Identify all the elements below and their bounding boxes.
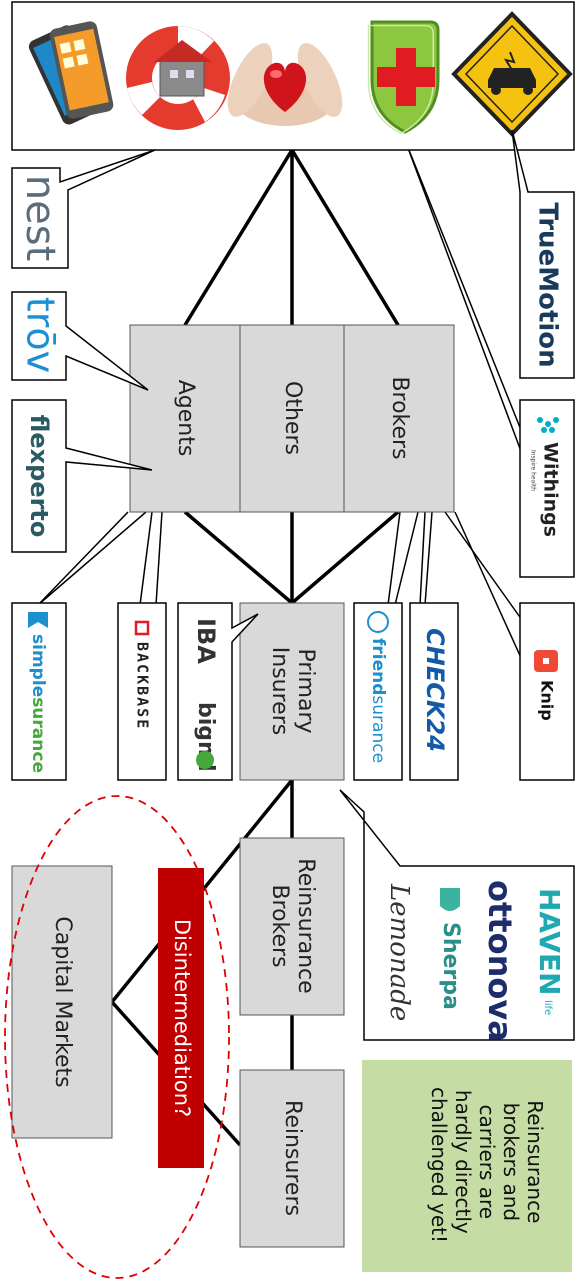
sherpa-icon — [440, 888, 460, 911]
sherpa-logo: Sherpa — [438, 922, 463, 1010]
medical-shield-icon — [367, 20, 440, 135]
friendsurance-logo: friendsurance — [368, 638, 388, 763]
withings-icon — [537, 417, 559, 433]
iba-logo: IBA — [192, 618, 220, 664]
truemotion-callout: TrueMotion — [511, 129, 575, 379]
reinsurers-label: Reinsurers — [280, 1100, 305, 1216]
withings-logo: Withings — [540, 442, 562, 537]
knip-callout: Knip — [519, 602, 575, 781]
withings-tagline: Inspire health — [530, 450, 537, 491]
ottonova-logo: ottonova — [481, 880, 519, 1042]
reinsurers-node — [239, 1069, 345, 1248]
agents-node — [129, 324, 241, 513]
knip-logo: Knip — [538, 680, 557, 721]
simplesurance-icon — [28, 612, 48, 628]
primary-insurers-node — [239, 602, 345, 781]
disintermediation-label: Disintermediation? — [170, 919, 194, 1117]
nest-logo: nest — [17, 175, 63, 261]
friendsurance-b: surance — [368, 695, 388, 763]
truemotion-logo: TrueMotion — [533, 202, 563, 367]
health-heart-icon — [227, 43, 343, 126]
check24-logo: CHECK24 — [421, 628, 449, 752]
home-insurance-icon — [126, 26, 230, 130]
brokers-label: Brokers — [387, 376, 412, 459]
simplesurance-a: simple — [28, 634, 48, 697]
smartphones-icon — [28, 21, 114, 125]
reinsurance-brokers-label: ReinsuranceBrokers — [267, 858, 318, 993]
note-text: Reinsurance brokers and carriers are har… — [427, 1087, 547, 1243]
new-carriers-callout: HAVEN life ottonova Sherpa Lemonade — [339, 789, 575, 1042]
iba-bigml-callout: IBA bigml — [177, 602, 259, 781]
simplesurance-b: surance — [28, 697, 48, 773]
others-label: Others — [280, 381, 305, 455]
capital-markets-node — [11, 865, 113, 1139]
friendsurance-callout: friendsurance — [353, 602, 403, 781]
reinsurance-brokers-node — [239, 837, 345, 1016]
friendsurance-a: friend — [368, 638, 388, 695]
nest-callout: nest — [11, 149, 156, 269]
haven-tagline: life — [542, 1000, 553, 1015]
leader-lines — [37, 139, 526, 661]
withings-callout: Withings Inspire health — [519, 399, 575, 578]
simplesurance-logo: simplesurance — [28, 634, 48, 773]
primary-insurers-label: PrimaryInsurers — [267, 647, 318, 735]
bigml-icon — [196, 751, 214, 769]
connector-lines — [110, 149, 400, 1147]
backbase-callout: BACKBASE — [117, 602, 167, 781]
lemonade-logo: Lemonade — [384, 883, 414, 1021]
trov-logo: trōv — [19, 297, 63, 373]
haven-logo: HAVEN — [533, 888, 566, 995]
trov-callout: trōv — [11, 291, 149, 391]
nodes: Agents Others Brokers PrimaryInsurers Re… — [11, 324, 455, 1248]
agents-label: Agents — [173, 380, 198, 457]
flexperto-callout: flexperto — [11, 399, 153, 553]
others-node — [239, 324, 345, 513]
note-box — [362, 1060, 572, 1272]
backbase-icon — [134, 620, 150, 636]
capital-markets-label: Capital Markets — [50, 916, 75, 1087]
disintermediation-banner — [158, 868, 204, 1168]
flexperto-logo: flexperto — [25, 415, 53, 538]
check24-callout: CHECK24 — [409, 602, 459, 781]
friendsurance-icon — [367, 611, 389, 633]
simplesurance-callout: simplesurance — [11, 602, 67, 781]
backbase-logo: BACKBASE — [134, 642, 152, 730]
brokers-node — [343, 324, 455, 513]
car-hazard-icon — [451, 11, 573, 137]
capital-markets-ellipse — [4, 795, 230, 1279]
